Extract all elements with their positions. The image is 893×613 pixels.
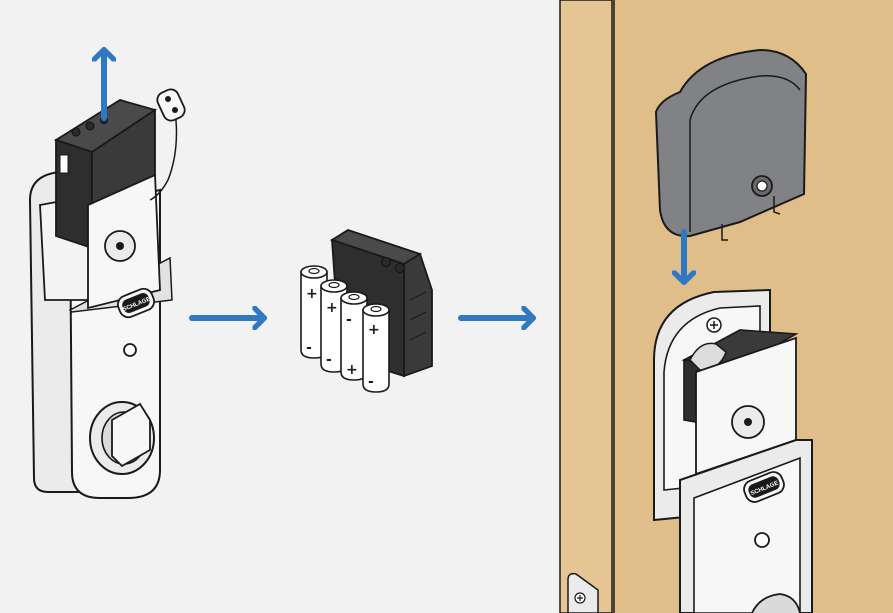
- battery-plus-sign: +: [326, 300, 338, 316]
- lock-logo-badge: SCHLAGE: [117, 287, 155, 319]
- step2-batteries-illustration: + - + - - + + -: [300, 229, 433, 393]
- battery-minus-sign: -: [326, 352, 332, 368]
- lock-keyhole: [754, 532, 770, 548]
- aa-battery-3: - +: [340, 291, 368, 381]
- step3-cover-illustration: SCHLAGE: [653, 48, 813, 613]
- battery-plus-sign: +: [306, 286, 318, 302]
- battery-plus-sign: +: [368, 322, 380, 338]
- lock-logo-badge: SCHLAGE: [743, 471, 785, 503]
- battery-plus-sign: +: [346, 362, 358, 378]
- lock-keyhole: [123, 343, 137, 357]
- battery-cover: [654, 48, 808, 241]
- battery-minus-sign: -: [346, 312, 352, 328]
- step1-lock-illustration: SCHLAGE: [28, 88, 186, 499]
- aa-battery-4: + -: [362, 303, 390, 393]
- battery-minus-sign: -: [306, 340, 312, 356]
- thumbturn: [89, 401, 155, 475]
- mounted-lock: SCHLAGE: [653, 288, 813, 613]
- battery-minus-sign: -: [368, 374, 374, 390]
- battery-cable: [149, 109, 178, 201]
- battery-connector: [156, 88, 186, 122]
